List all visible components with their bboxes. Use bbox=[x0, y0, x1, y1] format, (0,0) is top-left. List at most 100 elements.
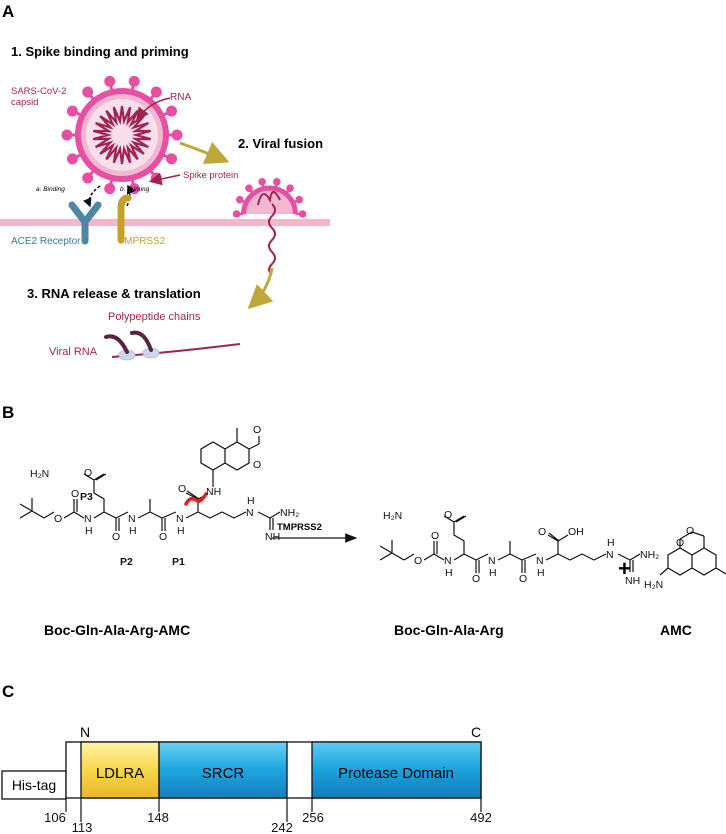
amc-atom-labels: O O H₂N bbox=[644, 525, 694, 591]
substrate-atom-labels: H₂N O O O N H O N H O N H O NH O O N H N… bbox=[30, 424, 299, 543]
svg-text:O: O bbox=[686, 525, 694, 537]
svg-text:O: O bbox=[71, 488, 79, 500]
svg-text:N: N bbox=[128, 513, 136, 525]
svg-text:O: O bbox=[84, 467, 92, 479]
panel-a-letter: A bbox=[2, 2, 14, 21]
svg-text:O: O bbox=[538, 526, 546, 538]
svg-text:NH: NH bbox=[625, 575, 640, 587]
svg-text:O: O bbox=[112, 531, 120, 543]
residue-numbers: 106 113 148 242 256 492 bbox=[44, 810, 492, 834]
svg-text:H₂N: H₂N bbox=[383, 510, 402, 522]
enzyme-label: TMPRSS2 bbox=[277, 522, 322, 533]
priming-label: b. Priming bbox=[120, 186, 150, 193]
svg-text:N: N bbox=[536, 555, 544, 567]
panel-c: C His-tag LDLRA SRCR Protease Domain N C… bbox=[1, 682, 492, 834]
his-tag-domain bbox=[1, 770, 67, 800]
binding-label: a. Binding bbox=[36, 186, 65, 193]
protease-domain bbox=[311, 741, 482, 799]
tick-148: 148 bbox=[147, 810, 169, 825]
substrate-name: Boc-Gln-Ala-Arg-AMC bbox=[44, 622, 190, 638]
release-arrow bbox=[247, 267, 274, 310]
svg-text:N: N bbox=[444, 555, 452, 567]
product1-structure bbox=[379, 515, 641, 573]
ldlra-domain bbox=[80, 741, 160, 799]
svg-text:N: N bbox=[84, 513, 92, 525]
p3-label: P3 bbox=[80, 491, 93, 503]
his-tag-label: His-tag bbox=[12, 777, 56, 793]
virus-capsid-icon bbox=[61, 75, 183, 195]
product1-atom-labels: H₂N O O O N H O N H O N H O OH N H NH₂ N… bbox=[383, 509, 659, 587]
plus-sign: + bbox=[618, 556, 631, 581]
protease-label: Protease Domain bbox=[338, 765, 454, 782]
cell-membrane bbox=[0, 219, 330, 226]
tmprss2-label: TMPRSS2 bbox=[118, 236, 166, 247]
svg-text:H₂N: H₂N bbox=[30, 468, 49, 480]
tmprss2-icon bbox=[117, 194, 132, 244]
rna-pointer-arrow bbox=[136, 97, 171, 121]
polypeptide-label: Polypeptide chains bbox=[108, 311, 201, 323]
fusion-arrow bbox=[179, 141, 230, 165]
binding-arrow bbox=[83, 185, 101, 208]
tick-242: 242 bbox=[271, 820, 293, 834]
p2-label: P2 bbox=[120, 556, 133, 568]
tick-256: 256 bbox=[302, 810, 324, 825]
svg-text:H: H bbox=[537, 567, 545, 579]
tick-113: 113 bbox=[72, 820, 93, 834]
polypeptide-chain-icon bbox=[104, 330, 153, 354]
n-terminus-label: N bbox=[80, 724, 90, 740]
step1-label: 1. Spike binding and priming bbox=[11, 44, 189, 59]
svg-text:H: H bbox=[85, 525, 93, 537]
fusing-virus-icon bbox=[232, 178, 307, 275]
product2-name: AMC bbox=[660, 622, 692, 638]
spike-pointer-arrow bbox=[148, 172, 181, 186]
svg-text:H: H bbox=[489, 567, 497, 579]
svg-text:NH: NH bbox=[206, 486, 221, 498]
svg-text:O: O bbox=[444, 509, 452, 521]
tick-492: 492 bbox=[470, 810, 492, 825]
ribosome-icon bbox=[118, 347, 160, 361]
c-terminus-label: C bbox=[471, 724, 481, 740]
svg-text:NH₂: NH₂ bbox=[640, 549, 659, 561]
svg-text:H₂N: H₂N bbox=[644, 579, 663, 591]
panel-b: B H₂N bbox=[2, 403, 726, 638]
viral-rna-label: Viral RNA bbox=[49, 346, 98, 358]
svg-text:O: O bbox=[519, 573, 527, 585]
p1-label: P1 bbox=[172, 556, 185, 568]
spike-label: Spike protein bbox=[183, 170, 238, 181]
svg-text:H: H bbox=[129, 525, 137, 537]
svg-text:O: O bbox=[253, 459, 261, 471]
svg-text:NH: NH bbox=[265, 531, 280, 543]
svg-text:O: O bbox=[253, 424, 261, 436]
srcr-domain bbox=[158, 741, 288, 799]
svg-text:NH₂: NH₂ bbox=[280, 507, 299, 519]
product1-name: Boc-Gln-Ala-Arg bbox=[394, 622, 504, 638]
rna-label: RNA bbox=[170, 92, 191, 103]
svg-text:O: O bbox=[178, 483, 186, 495]
svg-text:N: N bbox=[176, 513, 184, 525]
svg-text:H: H bbox=[607, 537, 615, 549]
svg-text:H: H bbox=[445, 567, 453, 579]
svg-text:O: O bbox=[54, 513, 62, 525]
step2-label: 2. Viral fusion bbox=[238, 136, 323, 151]
svg-text:O: O bbox=[414, 555, 422, 567]
panel-c-letter: C bbox=[2, 682, 14, 701]
amc-structure bbox=[659, 531, 726, 576]
residue-ticks bbox=[65, 798, 482, 822]
panel-a: A 1. Spike binding and priming SARS-CoV-… bbox=[0, 2, 330, 361]
svg-text:O: O bbox=[676, 537, 684, 549]
ldlra-label: LDLRA bbox=[96, 765, 144, 782]
capsid-label: SARS-CoV-2 capsid bbox=[11, 86, 69, 108]
panel-b-letter: B bbox=[2, 403, 14, 422]
svg-text:OH: OH bbox=[568, 526, 584, 538]
svg-text:N: N bbox=[246, 507, 254, 519]
svg-text:O: O bbox=[431, 530, 439, 542]
tick-106: 106 bbox=[44, 810, 66, 825]
ace2-receptor-icon bbox=[68, 201, 102, 245]
substrate-structure bbox=[19, 428, 281, 531]
svg-text:O: O bbox=[472, 573, 480, 585]
svg-text:N: N bbox=[488, 555, 496, 567]
svg-text:H: H bbox=[177, 525, 185, 537]
svg-text:N: N bbox=[606, 549, 614, 561]
svg-text:H: H bbox=[247, 495, 255, 507]
